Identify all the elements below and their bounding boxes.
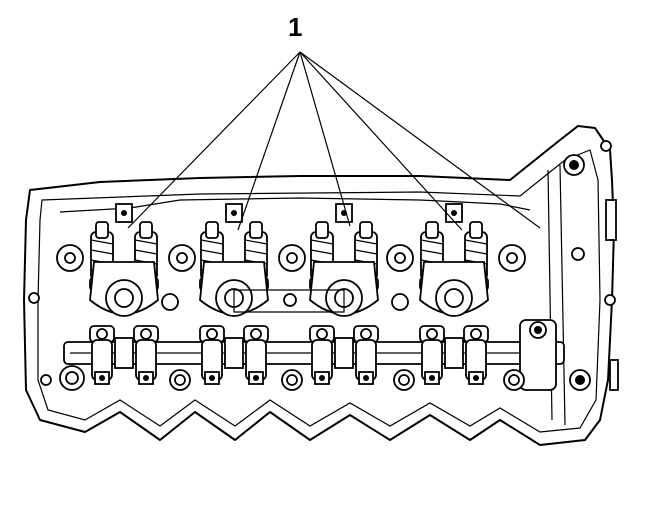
cam-end-block: [519, 319, 557, 391]
left-flange-hole-2: [40, 374, 52, 386]
rocker-bolt: [391, 293, 409, 311]
rocker-tab-hole: [231, 210, 237, 216]
spring-coil: [354, 239, 378, 245]
valve-stem-tip: [315, 221, 329, 239]
spring-coil: [200, 239, 224, 245]
cam-end-bolt-inner: [534, 326, 542, 334]
rocker-bridge-plate: [233, 289, 345, 313]
rocker-bore-inner: [444, 288, 464, 308]
valve-stem-tip: [469, 221, 483, 239]
head-bolt-hole: [286, 252, 298, 264]
lifter-hole: [360, 328, 372, 340]
spring-coil: [134, 239, 158, 245]
lifter-hole: [426, 328, 438, 340]
valve-stem-tip: [139, 221, 153, 239]
lifter-base-hole: [429, 375, 435, 381]
spring-coil: [134, 249, 158, 255]
bottom-bolt-inner: [286, 374, 298, 386]
spring-coil: [464, 239, 488, 245]
rocker-tab-hole: [451, 210, 457, 216]
right-bolt-top-inner: [569, 160, 579, 170]
right-bolt-bottom-inner: [575, 375, 585, 385]
lifter-base-hole: [99, 375, 105, 381]
callout-leader-line: [299, 51, 463, 231]
bridge-bolt: [283, 293, 297, 307]
lifter-base-hole: [143, 375, 149, 381]
housing-outline: [23, 125, 615, 446]
lifter-hole: [96, 328, 108, 340]
rocker-bore-inner: [114, 288, 134, 308]
bottom-bolt-inner: [508, 374, 520, 386]
valve-stem-tip: [425, 221, 439, 239]
right-flange-hole: [604, 294, 616, 306]
callout-leader-line: [237, 51, 301, 231]
bearing-cap: [114, 337, 134, 369]
head-bolt-hole: [506, 252, 518, 264]
spring-coil: [200, 249, 224, 255]
lifter-hole: [470, 328, 482, 340]
lifter-base-hole: [473, 375, 479, 381]
valve-stem-tip: [95, 221, 109, 239]
right-flange-hole-top: [600, 140, 612, 152]
right-fitting: [605, 199, 617, 241]
valve-stem-tip: [205, 221, 219, 239]
lifter-hole: [316, 328, 328, 340]
lifter-base-hole: [363, 375, 369, 381]
head-bolt-hole: [176, 252, 188, 264]
spring-coil: [90, 249, 114, 255]
callout-leader-line: [299, 51, 541, 229]
spring-coil: [244, 239, 268, 245]
right-side-wall-2: [559, 164, 566, 426]
left-flange-hole: [28, 292, 40, 304]
right-fitting-2: [609, 359, 619, 391]
bearing-cap: [224, 337, 244, 369]
spring-coil: [420, 239, 444, 245]
bottom-bolt-inner: [398, 374, 410, 386]
callout-leader-line: [127, 51, 301, 229]
callout-number-label: 1: [288, 12, 303, 42]
bearing-cap: [444, 337, 464, 369]
right-bolt-mid: [571, 247, 585, 261]
lifter-hole: [206, 328, 218, 340]
lifter-base-hole: [319, 375, 325, 381]
spring-coil: [90, 239, 114, 245]
lifter-hole: [140, 328, 152, 340]
lifter-hole: [250, 328, 262, 340]
spring-coil: [464, 249, 488, 255]
head-bolt-hole: [64, 252, 76, 264]
callout-leader-line: [299, 51, 351, 227]
spring-coil: [354, 249, 378, 255]
valve-stem-tip: [359, 221, 373, 239]
valve-stem-tip: [249, 221, 263, 239]
bottom-bolt-inner: [174, 374, 186, 386]
left-end-bolt-inner: [65, 371, 79, 385]
bearing-cap: [334, 337, 354, 369]
spring-coil: [244, 249, 268, 255]
rocker-tab-hole: [121, 210, 127, 216]
head-bolt-hole: [394, 252, 406, 264]
rocker-bolt: [161, 293, 179, 311]
lifter-base-hole: [253, 375, 259, 381]
spring-coil: [420, 249, 444, 255]
spring-coil: [310, 249, 334, 255]
lifter-base-hole: [209, 375, 215, 381]
spring-coil: [310, 239, 334, 245]
